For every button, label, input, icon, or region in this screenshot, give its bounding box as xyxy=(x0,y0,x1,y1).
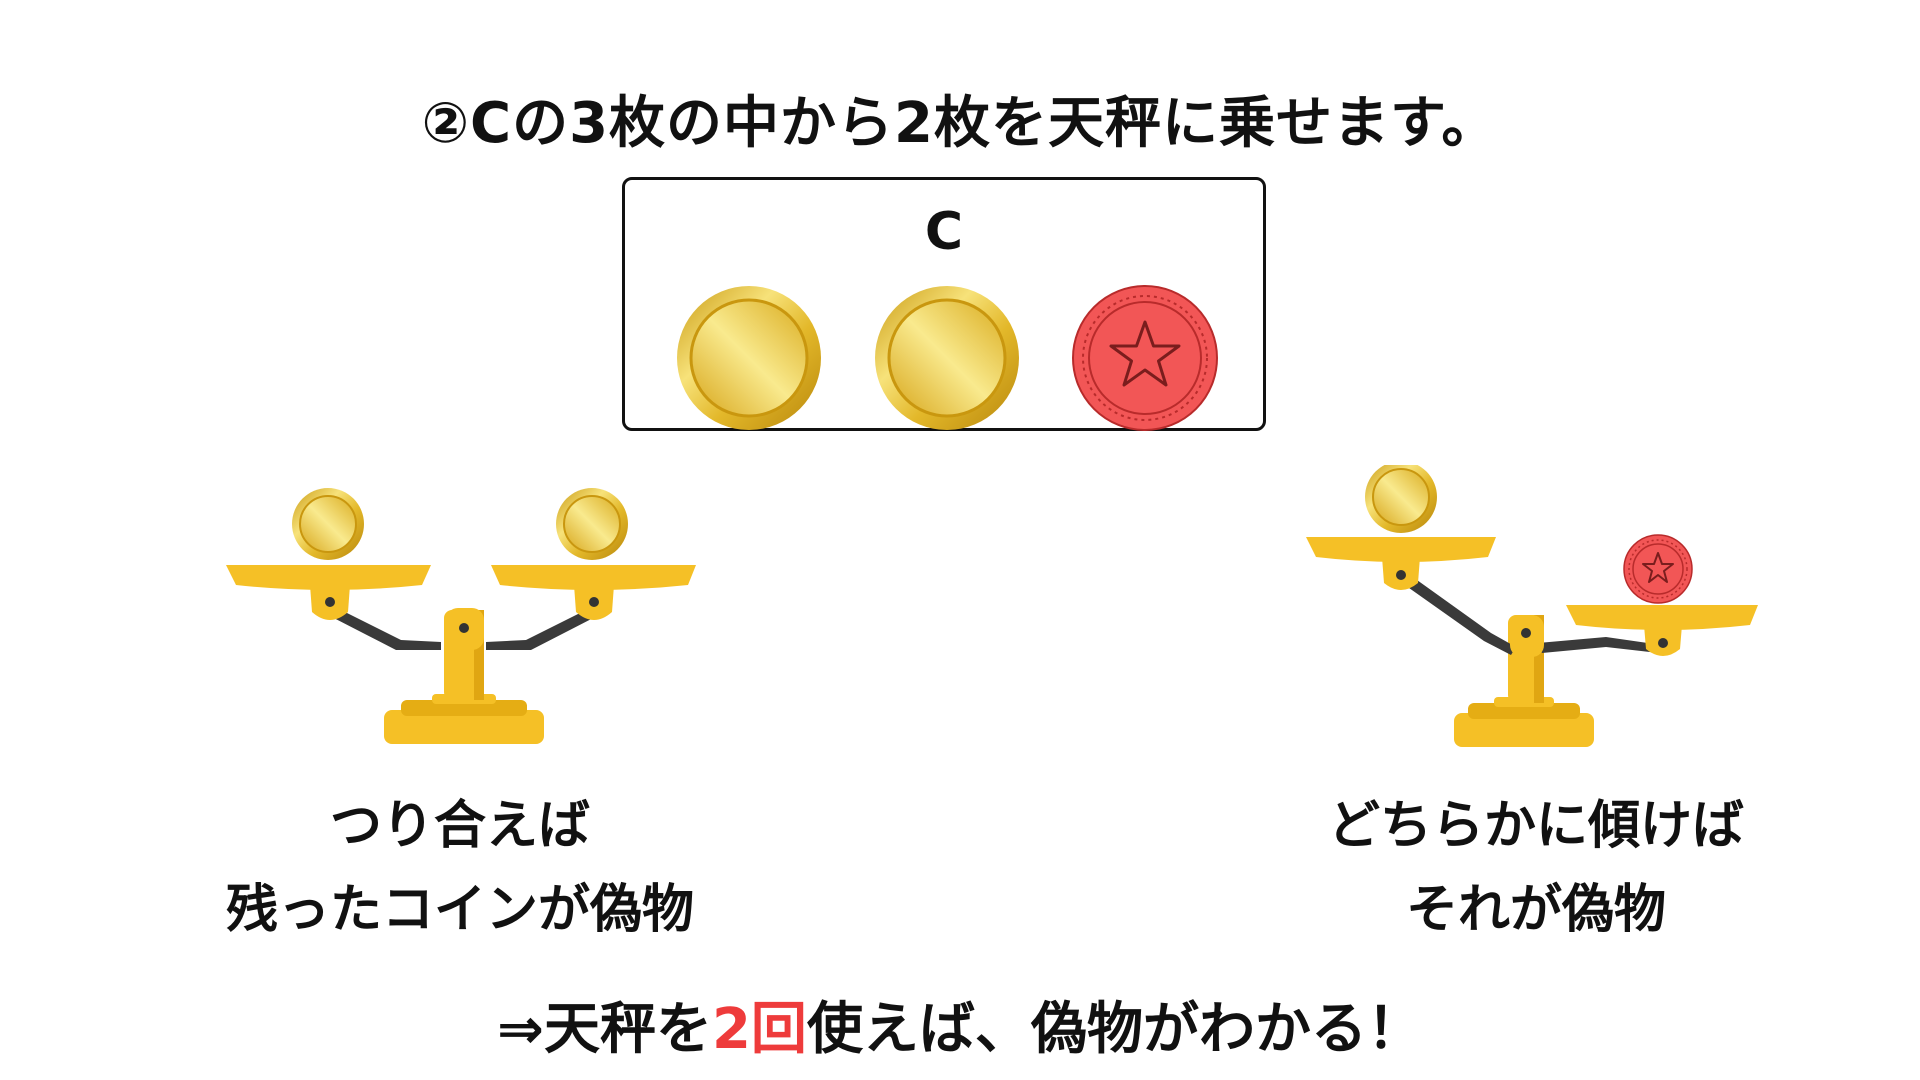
page-title: ②Cの3枚の中から2枚を天秤に乗せます。 xyxy=(421,91,1499,156)
red-star-coin-icon xyxy=(1623,534,1693,604)
gold-coin-icon xyxy=(677,286,821,430)
caption-line: それが偽物 xyxy=(1405,880,1666,940)
caption-line: 残ったコインが偽物 xyxy=(225,880,694,940)
gold-coin-icon xyxy=(292,488,364,560)
conclusion-suffix: 使えば、偽物がわかる！ xyxy=(806,997,1423,1062)
caption-line: どちらかに傾けば xyxy=(1327,796,1744,856)
group-label: C xyxy=(924,202,964,262)
balanced-scale-illustration xyxy=(226,488,696,744)
gold-coin-icon xyxy=(875,286,1019,430)
conclusion-prefix: ⇒天秤を xyxy=(497,997,712,1062)
conclusion-text: ⇒天秤を2回使えば、偽物がわかる！ xyxy=(0,984,1920,1065)
balanced-caption: つり合えば 残ったコインが偽物 xyxy=(160,784,760,952)
coin-group-c: C xyxy=(622,177,1266,431)
tilted-caption: どちらかに傾けば それが偽物 xyxy=(1236,784,1836,952)
caption-line: つり合えば xyxy=(329,796,590,856)
gold-coin-icon xyxy=(556,488,628,560)
conclusion-highlight: 2回 xyxy=(711,997,807,1062)
gold-coin-icon xyxy=(1365,465,1437,533)
tilted-scale-illustration xyxy=(1306,465,1758,747)
red-star-coin-icon xyxy=(1072,285,1218,431)
